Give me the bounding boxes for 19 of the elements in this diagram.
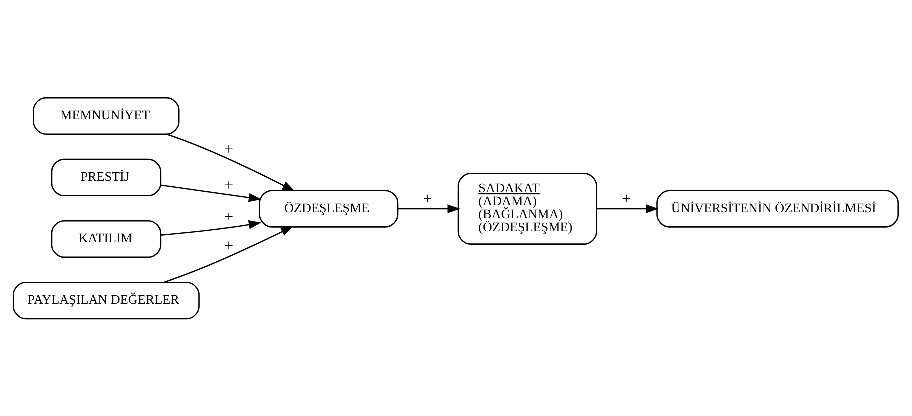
node-box: PAYLAŞILAN DEĞERLER	[12, 282, 200, 320]
edge-label: +	[224, 140, 234, 158]
arrow	[398, 204, 460, 213]
node-box: MEMNUNİYET	[33, 96, 180, 134]
arrow	[166, 133, 296, 192]
edge-label: +	[224, 238, 234, 255]
arrow	[596, 204, 659, 213]
node-box: ÖZDEŞLEŞME	[259, 190, 399, 228]
arrow	[161, 220, 262, 236]
node-box: ÜNİVERSİTENİN ÖZENDİRİLMESİ	[656, 190, 900, 228]
edge-label: +	[224, 208, 234, 226]
edge-label: +	[622, 190, 632, 208]
arrow	[161, 184, 262, 202]
arrow	[164, 226, 294, 283]
node-box: PRESTİJ	[51, 158, 162, 196]
node-box: KATILIM	[51, 220, 162, 258]
edge-label: +	[224, 177, 234, 194]
node-box: SADAKAT (ADAMA) (BAĞLANMA) (ÖZDEŞLEŞME)	[458, 172, 598, 244]
edge-label: +	[423, 190, 432, 208]
